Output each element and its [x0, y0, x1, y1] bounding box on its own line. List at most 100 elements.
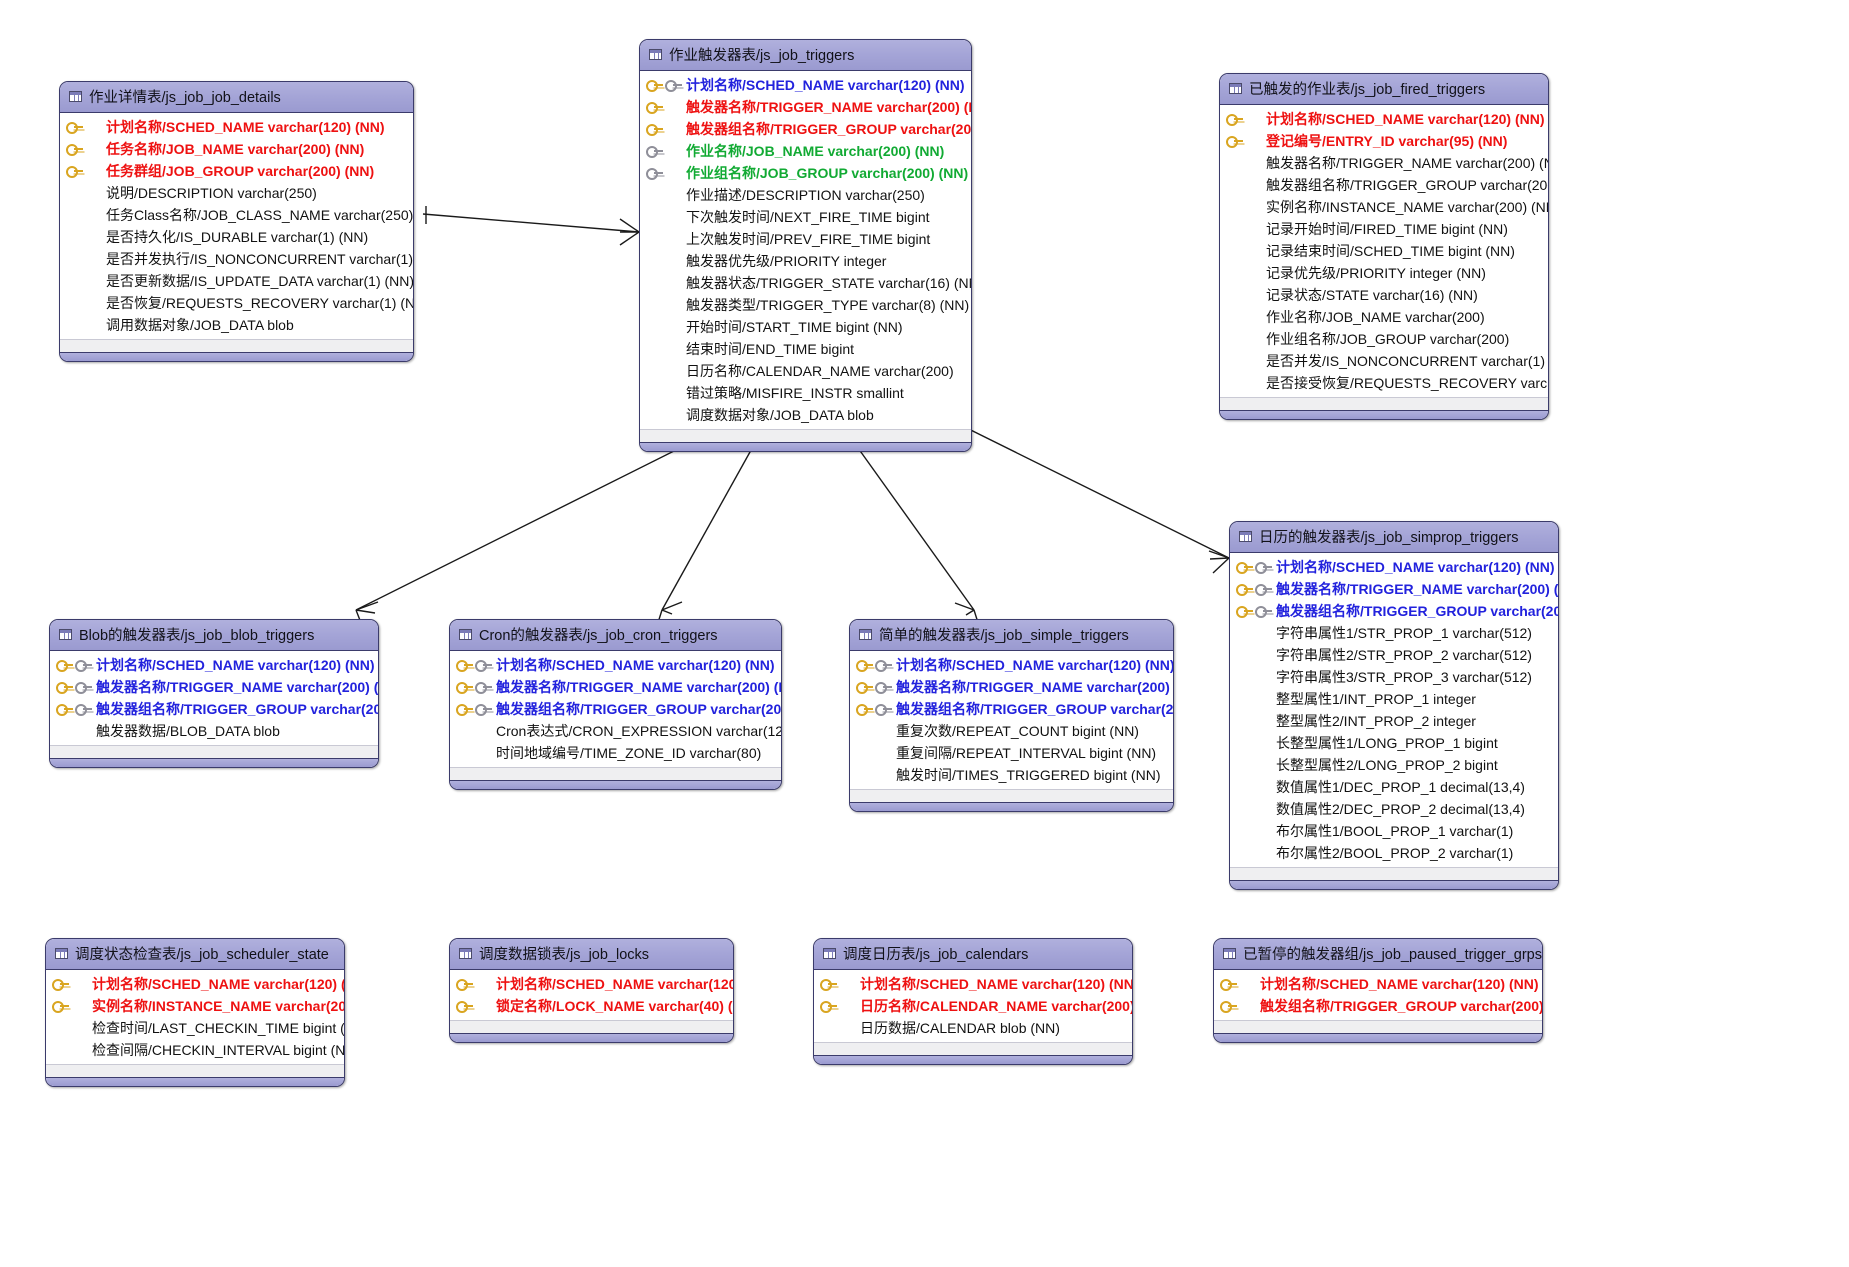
attribute-row[interactable]: 长整型属性1/LONG_PROP_1 bigint — [1230, 732, 1558, 754]
attribute-row[interactable]: 整型属性2/INT_PROP_2 integer — [1230, 710, 1558, 732]
attribute-row[interactable]: 任务名称/JOB_NAME varchar(200) (NN) — [60, 138, 413, 160]
attribute-row[interactable]: 数值属性1/DEC_PROP_1 decimal(13,4) — [1230, 776, 1558, 798]
attribute-row[interactable]: 是否恢复/REQUESTS_RECOVERY varchar(1) (NN) — [60, 292, 413, 314]
attribute-row[interactable]: 记录开始时间/FIRED_TIME bigint (NN) — [1220, 218, 1548, 240]
entity-header-job_triggers[interactable]: 作业触发器表/js_job_triggers — [640, 40, 971, 71]
attribute-row[interactable]: 触发器组名称/TRIGGER_GROUP varchar(200) (NN) — [50, 698, 378, 720]
attribute-row[interactable]: 长整型属性2/LONG_PROP_2 bigint — [1230, 754, 1558, 776]
attribute-row[interactable]: 实例名称/INSTANCE_NAME varchar(200) (NN) — [46, 995, 344, 1017]
attribute-row[interactable]: 作业名称/JOB_NAME varchar(200) (NN) — [640, 140, 971, 162]
attribute-row[interactable]: 作业组名称/JOB_GROUP varchar(200) (NN) — [640, 162, 971, 184]
entity-header-simprop_triggers[interactable]: 日历的触发器表/js_job_simprop_triggers — [1230, 522, 1558, 553]
attribute-row[interactable]: 字符串属性3/STR_PROP_3 varchar(512) — [1230, 666, 1558, 688]
attribute-row[interactable]: 计划名称/SCHED_NAME varchar(120) (NN) — [640, 74, 971, 96]
attribute-row[interactable]: 作业描述/DESCRIPTION varchar(250) — [640, 184, 971, 206]
attribute-row[interactable]: 触发器名称/TRIGGER_NAME varchar(200) (NN) — [50, 676, 378, 698]
attribute-row[interactable]: 触发器名称/TRIGGER_NAME varchar(200) (NN) — [850, 676, 1173, 698]
entity-scheduler_state[interactable]: 调度状态检查表/js_job_scheduler_state 计划名称/SCHED… — [45, 938, 345, 1087]
attribute-row[interactable]: 重复间隔/REPEAT_INTERVAL bigint (NN) — [850, 742, 1173, 764]
attribute-row[interactable]: 记录优先级/PRIORITY integer (NN) — [1220, 262, 1548, 284]
attribute-row[interactable]: 登记编号/ENTRY_ID varchar(95) (NN) — [1220, 130, 1548, 152]
attribute-row[interactable]: 检查间隔/CHECKIN_INTERVAL bigint (NN) — [46, 1039, 344, 1061]
attribute-row[interactable]: 错过策略/MISFIRE_INSTR smallint — [640, 382, 971, 404]
attribute-row[interactable]: 下次触发时间/NEXT_FIRE_TIME bigint — [640, 206, 971, 228]
attribute-row[interactable]: 作业组名称/JOB_GROUP varchar(200) — [1220, 328, 1548, 350]
entity-paused_trigger_grps[interactable]: 已暂停的触发器组/js_job_paused_trigger_grps 计划名称/… — [1213, 938, 1543, 1043]
attribute-row[interactable]: 结束时间/END_TIME bigint — [640, 338, 971, 360]
attribute-row[interactable]: 日历名称/CALENDAR_NAME varchar(200) (NN) — [814, 995, 1132, 1017]
entity-fired_triggers[interactable]: 已触发的作业表/js_job_fired_triggers 计划名称/SCHED_… — [1219, 73, 1549, 420]
entity-header-paused_trigger_grps[interactable]: 已暂停的触发器组/js_job_paused_trigger_grps — [1214, 939, 1542, 970]
attribute-row[interactable]: 日历数据/CALENDAR blob (NN) — [814, 1017, 1132, 1039]
attribute-row[interactable]: 计划名称/SCHED_NAME varchar(120) (NN) — [850, 654, 1173, 676]
attribute-row[interactable]: 计划名称/SCHED_NAME varchar(120) (NN) — [814, 973, 1132, 995]
attribute-row[interactable]: 任务群组/JOB_GROUP varchar(200) (NN) — [60, 160, 413, 182]
attribute-row[interactable]: 上次触发时间/PREV_FIRE_TIME bigint — [640, 228, 971, 250]
attribute-row[interactable]: 任务Class名称/JOB_CLASS_NAME varchar(250) (N… — [60, 204, 413, 226]
entity-header-locks[interactable]: 调度数据锁表/js_job_locks — [450, 939, 733, 970]
attribute-row[interactable]: 是否并发/IS_NONCONCURRENT varchar(1) — [1220, 350, 1548, 372]
attribute-row[interactable]: 触发器名称/TRIGGER_NAME varchar(200) (NN) — [1220, 152, 1548, 174]
attribute-row[interactable]: 计划名称/SCHED_NAME varchar(120) (NN) — [1214, 973, 1542, 995]
attribute-row[interactable]: 开始时间/START_TIME bigint (NN) — [640, 316, 971, 338]
entity-job_triggers[interactable]: 作业触发器表/js_job_triggers 计划名称/SCHED_NAME va… — [639, 39, 972, 452]
attribute-row[interactable]: 触发器组名称/TRIGGER_GROUP varchar(200) (NN) — [850, 698, 1173, 720]
attribute-row[interactable]: 触发器组名称/TRIGGER_GROUP varchar(200) (NN) — [640, 118, 971, 140]
attribute-row[interactable]: 日历名称/CALENDAR_NAME varchar(200) — [640, 360, 971, 382]
attribute-row[interactable]: 触发器名称/TRIGGER_NAME varchar(200) (NN) — [640, 96, 971, 118]
attribute-row[interactable]: 计划名称/SCHED_NAME varchar(120) (NN) — [1220, 108, 1548, 130]
attribute-row[interactable]: 数值属性2/DEC_PROP_2 decimal(13,4) — [1230, 798, 1558, 820]
entity-header-fired_triggers[interactable]: 已触发的作业表/js_job_fired_triggers — [1220, 74, 1548, 105]
attribute-row[interactable]: Cron表达式/CRON_EXPRESSION varchar(120) (NN… — [450, 720, 781, 742]
attribute-row[interactable]: 整型属性1/INT_PROP_1 integer — [1230, 688, 1558, 710]
attribute-row[interactable]: 触发器名称/TRIGGER_NAME varchar(200) (NN) — [450, 676, 781, 698]
attribute-row[interactable]: 触发器数据/BLOB_DATA blob — [50, 720, 378, 742]
attribute-row[interactable]: 触发器名称/TRIGGER_NAME varchar(200) (NN) — [1230, 578, 1558, 600]
attribute-row[interactable]: 重复次数/REPEAT_COUNT bigint (NN) — [850, 720, 1173, 742]
attribute-row[interactable]: 计划名称/SCHED_NAME varchar(120) (NN) — [50, 654, 378, 676]
entity-calendars[interactable]: 调度日历表/js_job_calendars 计划名称/SCHED_NAME va… — [813, 938, 1133, 1065]
attribute-row[interactable]: 触发器类型/TRIGGER_TYPE varchar(8) (NN) — [640, 294, 971, 316]
attribute-row[interactable]: 计划名称/SCHED_NAME varchar(120) (NN) — [60, 116, 413, 138]
entity-blob_triggers[interactable]: Blob的触发器表/js_job_blob_triggers 计划名称/SCHED… — [49, 619, 379, 768]
entity-simple_triggers[interactable]: 简单的触发器表/js_job_simple_triggers 计划名称/SCHED… — [849, 619, 1174, 812]
entity-cron_triggers[interactable]: Cron的触发器表/js_job_cron_triggers 计划名称/SCHED… — [449, 619, 782, 790]
entity-simprop_triggers[interactable]: 日历的触发器表/js_job_simprop_triggers 计划名称/SCHE… — [1229, 521, 1559, 890]
entity-job_details[interactable]: 作业详情表/js_job_job_details 计划名称/SCHED_NAME … — [59, 81, 414, 362]
attribute-row[interactable]: 调用数据对象/JOB_DATA blob — [60, 314, 413, 336]
entity-header-calendars[interactable]: 调度日历表/js_job_calendars — [814, 939, 1132, 970]
entity-header-job_details[interactable]: 作业详情表/js_job_job_details — [60, 82, 413, 113]
attribute-row[interactable]: 字符串属性2/STR_PROP_2 varchar(512) — [1230, 644, 1558, 666]
attribute-row[interactable]: 是否持久化/IS_DURABLE varchar(1) (NN) — [60, 226, 413, 248]
attribute-row[interactable]: 记录状态/STATE varchar(16) (NN) — [1220, 284, 1548, 306]
entity-locks[interactable]: 调度数据锁表/js_job_locks 计划名称/SCHED_NAME varch… — [449, 938, 734, 1043]
attribute-row[interactable]: 计划名称/SCHED_NAME varchar(120) (NN) — [46, 973, 344, 995]
attribute-row[interactable]: 检查时间/LAST_CHECKIN_TIME bigint (NN) — [46, 1017, 344, 1039]
attribute-row[interactable]: 计划名称/SCHED_NAME varchar(120) (NN) — [450, 973, 733, 995]
attribute-row[interactable]: 触发器组名称/TRIGGER_GROUP varchar(200) (NN) — [1230, 600, 1558, 622]
attribute-row[interactable]: 是否并发执行/IS_NONCONCURRENT varchar(1) (NN) — [60, 248, 413, 270]
entity-header-simple_triggers[interactable]: 简单的触发器表/js_job_simple_triggers — [850, 620, 1173, 651]
attribute-row[interactable]: 触发器组名称/TRIGGER_GROUP varchar(200) (NN) — [1220, 174, 1548, 196]
attribute-row[interactable]: 字符串属性1/STR_PROP_1 varchar(512) — [1230, 622, 1558, 644]
attribute-row[interactable]: 记录结束时间/SCHED_TIME bigint (NN) — [1220, 240, 1548, 262]
attribute-row[interactable]: 触发器优先级/PRIORITY integer — [640, 250, 971, 272]
attribute-row[interactable]: 触发组名称/TRIGGER_GROUP varchar(200) (NN) — [1214, 995, 1542, 1017]
attribute-row[interactable]: 计划名称/SCHED_NAME varchar(120) (NN) — [1230, 556, 1558, 578]
attribute-row[interactable]: 触发器状态/TRIGGER_STATE varchar(16) (NN) — [640, 272, 971, 294]
attribute-row[interactable]: 是否更新数据/IS_UPDATE_DATA varchar(1) (NN) — [60, 270, 413, 292]
attribute-row[interactable]: 计划名称/SCHED_NAME varchar(120) (NN) — [450, 654, 781, 676]
attribute-row[interactable]: 布尔属性1/BOOL_PROP_1 varchar(1) — [1230, 820, 1558, 842]
entity-header-scheduler_state[interactable]: 调度状态检查表/js_job_scheduler_state — [46, 939, 344, 970]
attribute-row[interactable]: 触发器组名称/TRIGGER_GROUP varchar(200) (NN) — [450, 698, 781, 720]
attribute-row[interactable]: 调度数据对象/JOB_DATA blob — [640, 404, 971, 426]
entity-header-cron_triggers[interactable]: Cron的触发器表/js_job_cron_triggers — [450, 620, 781, 651]
attribute-row[interactable]: 是否接受恢复/REQUESTS_RECOVERY varchar(1) — [1220, 372, 1548, 394]
attribute-row[interactable]: 触发时间/TIMES_TRIGGERED bigint (NN) — [850, 764, 1173, 786]
attribute-row[interactable]: 布尔属性2/BOOL_PROP_2 varchar(1) — [1230, 842, 1558, 864]
entity-header-blob_triggers[interactable]: Blob的触发器表/js_job_blob_triggers — [50, 620, 378, 651]
attribute-row[interactable]: 时间地域编号/TIME_ZONE_ID varchar(80) — [450, 742, 781, 764]
attribute-row[interactable]: 锁定名称/LOCK_NAME varchar(40) (NN) — [450, 995, 733, 1017]
attribute-row[interactable]: 作业名称/JOB_NAME varchar(200) — [1220, 306, 1548, 328]
attribute-row[interactable]: 实例名称/INSTANCE_NAME varchar(200) (NN) — [1220, 196, 1548, 218]
